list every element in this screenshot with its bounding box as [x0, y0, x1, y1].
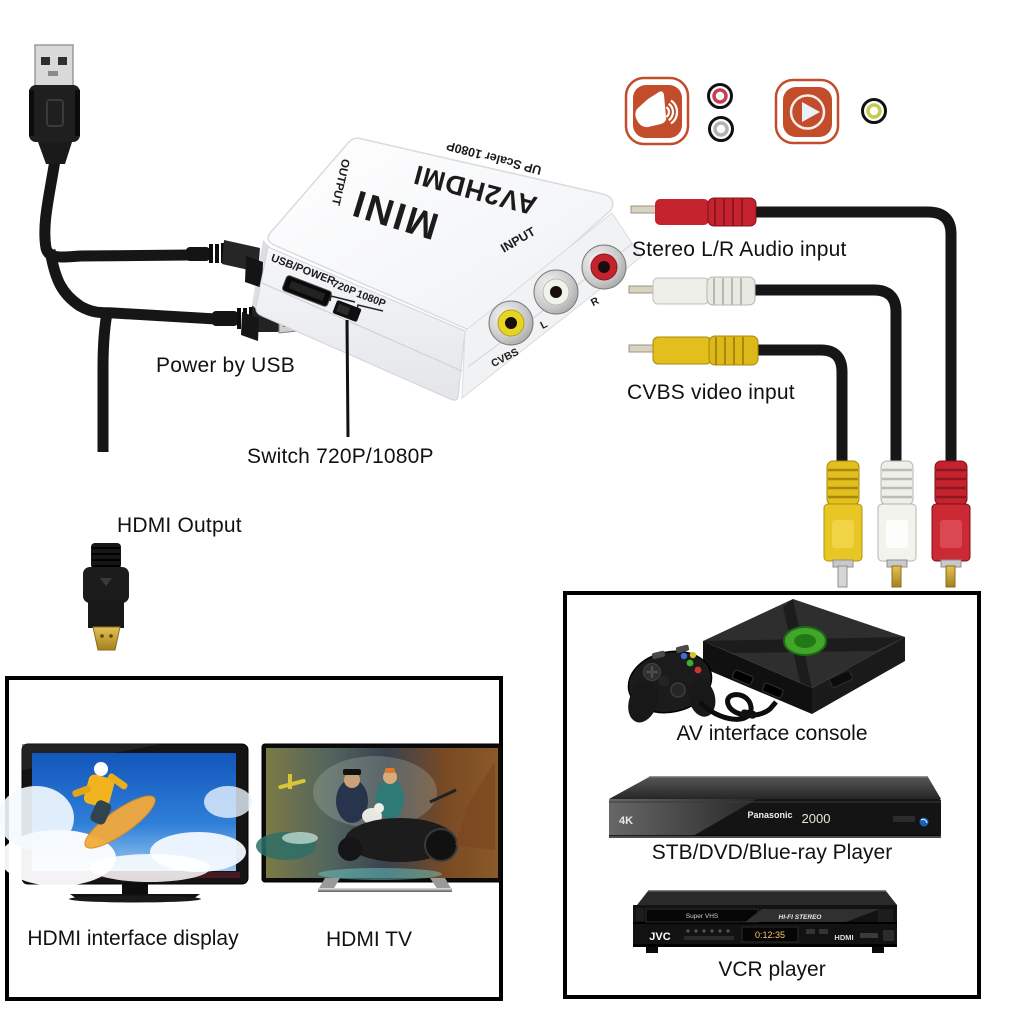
dvd-brand-text: Panasonic [747, 810, 792, 820]
dvd-display-text: 2000 [802, 811, 831, 826]
jack-l-label: L [538, 318, 550, 332]
converter-box: MINI AV2HDMI UP Scaler 1080P OUTPUT INPU… [241, 137, 642, 401]
dvd-player-image: 4K Panasonic 2000 [609, 776, 941, 838]
hdmi-tv-image [256, 743, 503, 892]
power-by-usb-label: Power by USB [156, 354, 295, 377]
rca-plug-red-vertical [931, 460, 971, 588]
audio-icon [624, 76, 690, 146]
hdmi-display-image [0, 743, 252, 903]
resolution-switch[interactable] [332, 300, 362, 322]
cvbs-jack[interactable] [488, 300, 534, 346]
vcr-cassette-text: Super VHS [686, 913, 719, 920]
av-console-label: AV interface console [676, 722, 868, 745]
vcr-display-text: 0:12:35 [755, 930, 785, 940]
usb-a-plug [29, 44, 80, 164]
hdmi-plug [83, 543, 129, 651]
rca-plug-yellow-horizontal [628, 335, 759, 366]
audio-jack-red-icon [707, 83, 733, 109]
vcr-hdmi-badge: HDMI [834, 933, 853, 942]
switch-pointer-line [345, 319, 350, 438]
vcr-stereo-badge: HI-FI STEREO [779, 914, 822, 921]
vcr-player-label: VCR player [718, 958, 826, 981]
usb-power-cable [39, 159, 217, 452]
av-console-image [627, 599, 905, 723]
stb-dvd-bluray-label: STB/DVD/Blue-ray Player [651, 841, 893, 864]
play-triangle-icon [802, 102, 820, 122]
audio-jack-white-icon [708, 116, 734, 142]
hdmi-tv-label: HDMI TV [326, 928, 412, 951]
rca-cables [751, 206, 957, 465]
vcr-brand-text: JVC [649, 931, 670, 943]
video-play-icon [774, 78, 840, 145]
stereo-audio-input-label: Stereo L/R Audio input [632, 238, 847, 261]
hdmi-display-label: HDMI interface display [27, 927, 239, 950]
dvd-4k-badge: 4K [619, 815, 633, 827]
switch-annotation-label: Switch 720P/1080P [247, 445, 434, 468]
speaker-icon [635, 91, 667, 128]
audio-left-jack[interactable] [533, 269, 579, 315]
rca-plug-white-horizontal [628, 276, 756, 306]
hdmi-output-label: HDMI Output [117, 514, 242, 537]
sound-waves-icon [665, 99, 679, 125]
video-jack-yellow-icon [861, 98, 887, 124]
right-panel-box: 4K Panasonic 2000 Super VHS HI-FI STEREO… [563, 591, 981, 999]
vcr-player-image: Super VHS HI-FI STEREO JVC 0:12:35 HDMI [633, 890, 897, 953]
rca-plug-yellow-vertical [823, 460, 863, 588]
cvbs-video-input-label: CVBS video input [627, 381, 795, 404]
rca-plug-red-horizontal [630, 197, 757, 227]
rca-plug-white-vertical [877, 460, 917, 588]
left-panel-box [0, 676, 503, 1001]
jack-r-label: R [589, 295, 602, 309]
audio-right-jack[interactable] [581, 244, 627, 290]
